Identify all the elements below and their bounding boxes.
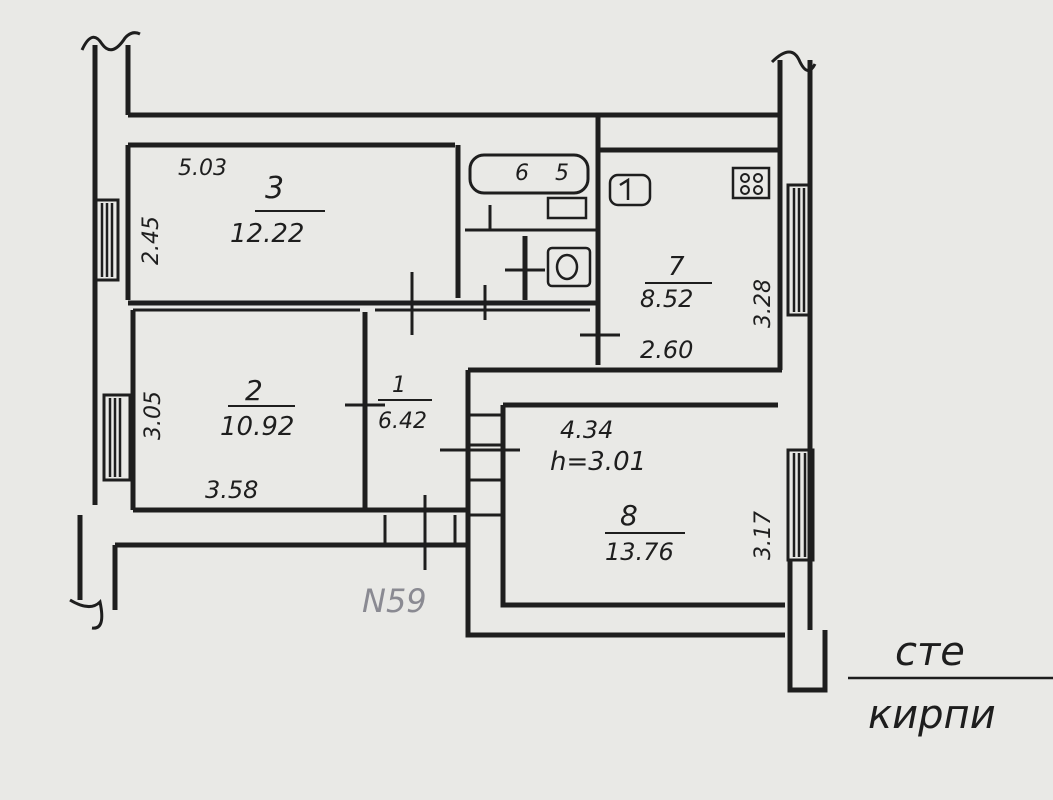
room1-area: 6.42 — [378, 409, 427, 434]
room2-area: 10.92 — [220, 412, 294, 442]
room3-width: 5.03 — [178, 156, 227, 181]
break-mark-bottom-left — [69, 598, 104, 630]
room3-height: 2.45 — [139, 216, 164, 265]
room2-width: 3.58 — [205, 476, 258, 504]
room1-number: 1 — [392, 373, 406, 398]
windows — [94, 183, 815, 562]
break-mark-top-right — [770, 50, 817, 72]
room-8: 4.34 h=3.01 8 13.76 3.17 — [550, 416, 776, 566]
bathroom-labels: 6 5 — [515, 161, 569, 186]
room-2: 2 10.92 3.58 3.05 — [141, 374, 295, 504]
fixtures — [468, 153, 771, 288]
washbasin-icon — [546, 196, 588, 220]
room8-ceiling-height: h=3.01 — [550, 447, 646, 477]
walls — [69, 31, 828, 693]
bathtub-icon — [468, 153, 590, 195]
room6-number: 6 — [515, 161, 529, 186]
window-room2 — [102, 393, 132, 482]
room7-width: 2.60 — [640, 336, 693, 364]
room2-number: 2 — [245, 374, 263, 407]
room8-left-bottom-outer — [465, 370, 785, 638]
room-3: 5.03 3 12.22 2.45 — [139, 156, 325, 265]
window-room7 — [786, 183, 812, 317]
entry-ticks — [383, 515, 457, 545]
room8-left-bottom-inner — [500, 405, 785, 608]
room3-number: 3 — [265, 171, 284, 206]
inventory-stamp: N59 — [362, 582, 427, 620]
window-room8 — [786, 448, 815, 562]
legend-line2: кирпи — [868, 692, 996, 738]
room7-area: 8.52 — [640, 285, 693, 313]
room2-height: 3.05 — [141, 391, 166, 440]
room-7: 7 8.52 2.60 3.28 — [640, 252, 776, 364]
room8-wall-ticks — [470, 413, 503, 517]
kitchen-sink-icon — [608, 173, 652, 207]
room7-number: 7 — [668, 252, 685, 282]
right-wall-bottom — [787, 560, 828, 693]
room8-number: 8 — [620, 499, 638, 532]
break-mark-top-left — [80, 31, 141, 52]
room3-area: 12.22 — [230, 219, 304, 249]
window-room3 — [94, 198, 120, 282]
room5-number: 5 — [555, 161, 569, 186]
stove-icon — [731, 166, 771, 200]
legend: сте кирпи — [848, 629, 1053, 738]
legend-line1: сте — [895, 629, 965, 675]
room8-area: 13.76 — [605, 538, 674, 566]
room7-height: 3.28 — [751, 279, 776, 328]
room-1: 1 6.42 — [378, 373, 432, 434]
toilet-icon — [546, 246, 592, 288]
room8-width: 4.34 — [560, 416, 613, 444]
room8-height: 3.17 — [751, 511, 776, 560]
